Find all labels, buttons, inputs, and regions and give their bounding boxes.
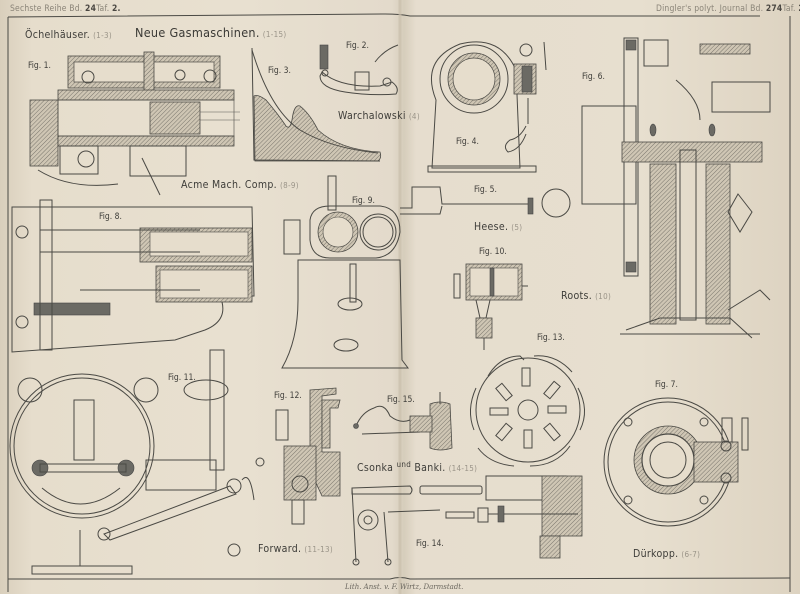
fig4-drawing [427,41,547,173]
fig-9-label: Fig. 9. [352,196,375,206]
header-left: Sechste Reihe Bd. 24Taf. 2. [10,5,121,14]
header-right-plate-prefix: Taf. [782,4,796,14]
header-left-series: Sechste Reihe Bd. [10,4,83,14]
maker-name: Forward. [258,543,302,555]
maker-csonka-banki: Csonka und Banki.(14-15) [357,461,477,474]
maker-warchalowski: Warchalowski(4) [338,111,420,122]
fig6-drawing [581,37,771,339]
fig2-drawing [319,44,399,96]
maker-connector: und [396,460,412,469]
maker-roots: Roots.(10) [561,291,611,302]
fig5-drawing [400,186,571,218]
fig-2-label: Fig. 2. [346,41,369,51]
fig14-drawing [351,475,583,566]
maker-name: Acme Mach. Comp. [181,179,277,191]
fig-14-label: Fig. 14. [416,539,444,549]
maker-range: (5) [511,223,523,232]
fig-1-label: Fig. 1. [28,61,51,71]
plate-title-text: Neue Gasmaschinen. [135,25,260,40]
fig8-drawing [11,199,255,353]
plate-frame [7,0,791,594]
lithographer-credit: Lith. Anst. v. F. Wirtz, Darmstadt. [345,583,464,591]
maker-duerkopp: Dürkopp.(6-7) [633,549,700,560]
fig10-drawing [453,263,528,350]
header-right-plate: 2. [798,4,800,14]
fig15-drawing [353,392,453,451]
maker-forward: Forward.(11-13) [258,544,333,555]
header-left-plate-prefix: Taf. [96,4,110,14]
header-left-volume: 24 [85,4,97,14]
maker-name: Öchelhäuser. [25,29,91,41]
fig12-drawing [255,387,341,525]
fig-6-label: Fig. 6. [582,72,605,82]
maker-range: (1-3) [93,31,112,40]
plate-title-range: (1-15) [262,30,287,39]
maker-oechelhaeuser: Öchelhäuser.(1-3) [25,30,112,41]
maker-acme: Acme Mach. Comp.(8-9) [181,180,299,191]
maker-name-2: Banki. [414,462,446,474]
maker-range: (11-13) [304,545,333,554]
header-right: Dingler's polyt. Journal Bd. 274Taf. 2. [656,5,800,14]
fig7-drawing [603,397,749,527]
maker-name: Roots. [561,290,593,302]
fig-12-label: Fig. 12. [274,391,302,401]
header-left-plate: 2. [111,4,121,14]
maker-heese: Heese.(5) [474,222,522,233]
fig3-indicator-diagram [251,47,382,162]
fig-4-label: Fig. 4. [456,137,479,147]
fig-8-label: Fig. 8. [99,212,122,222]
maker-name: Csonka [357,462,394,474]
maker-name: Dürkopp. [633,548,679,560]
maker-range: (14-15) [448,464,478,473]
fig-3-label: Fig. 3. [268,66,291,76]
maker-range: (6-7) [681,550,701,559]
header-right-journal: Dingler's polyt. Journal Bd. [656,4,764,14]
plate-title: Neue Gasmaschinen.(1-15) [135,25,287,40]
fig-11-label: Fig. 11. [168,373,196,383]
maker-range: (10) [595,292,612,301]
fig9-drawing [281,175,409,369]
header-right-volume: 274 [765,4,783,14]
fig-10-label: Fig. 10. [479,247,507,257]
fig-5-label: Fig. 5. [474,185,497,195]
maker-range: (4) [408,112,420,121]
fig-15-label: Fig. 15. [387,395,415,405]
maker-range: (8-9) [279,181,299,190]
maker-name: Heese. [474,221,509,233]
maker-name: Warchalowski [338,110,406,122]
fig1-drawing [29,51,240,196]
fig13-drawing [470,355,585,467]
fig-7-label: Fig. 7. [655,380,678,390]
fig-13-label: Fig. 13. [537,333,565,343]
fig11-drawing [9,349,255,575]
